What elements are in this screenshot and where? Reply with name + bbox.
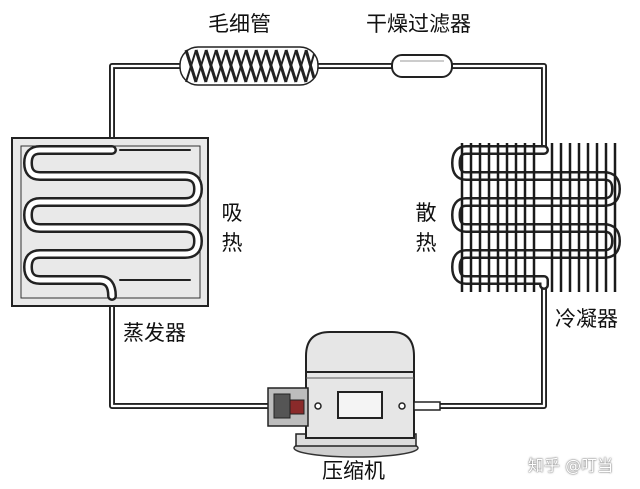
evaporator-unit [11, 137, 209, 307]
refrigerant-pipe-loop [109, 63, 547, 409]
condenser-label: 冷凝器 [555, 307, 618, 331]
capillary-tube-coil [179, 46, 319, 86]
watermark-text: 知乎 @叮当 [528, 456, 614, 475]
compressor-label: 压缩机 [322, 459, 385, 483]
filter-dryer-body [391, 54, 453, 78]
capillary-label: 毛细管 [208, 12, 271, 36]
condenser-unit [451, 143, 621, 292]
release-heat-label: 散热 [415, 201, 437, 255]
compressor-unit [267, 331, 441, 458]
filter-dryer-label: 干燥过滤器 [366, 12, 471, 36]
absorb-heat-label: 吸热 [221, 201, 243, 255]
evaporator-label: 蒸发器 [123, 321, 186, 345]
